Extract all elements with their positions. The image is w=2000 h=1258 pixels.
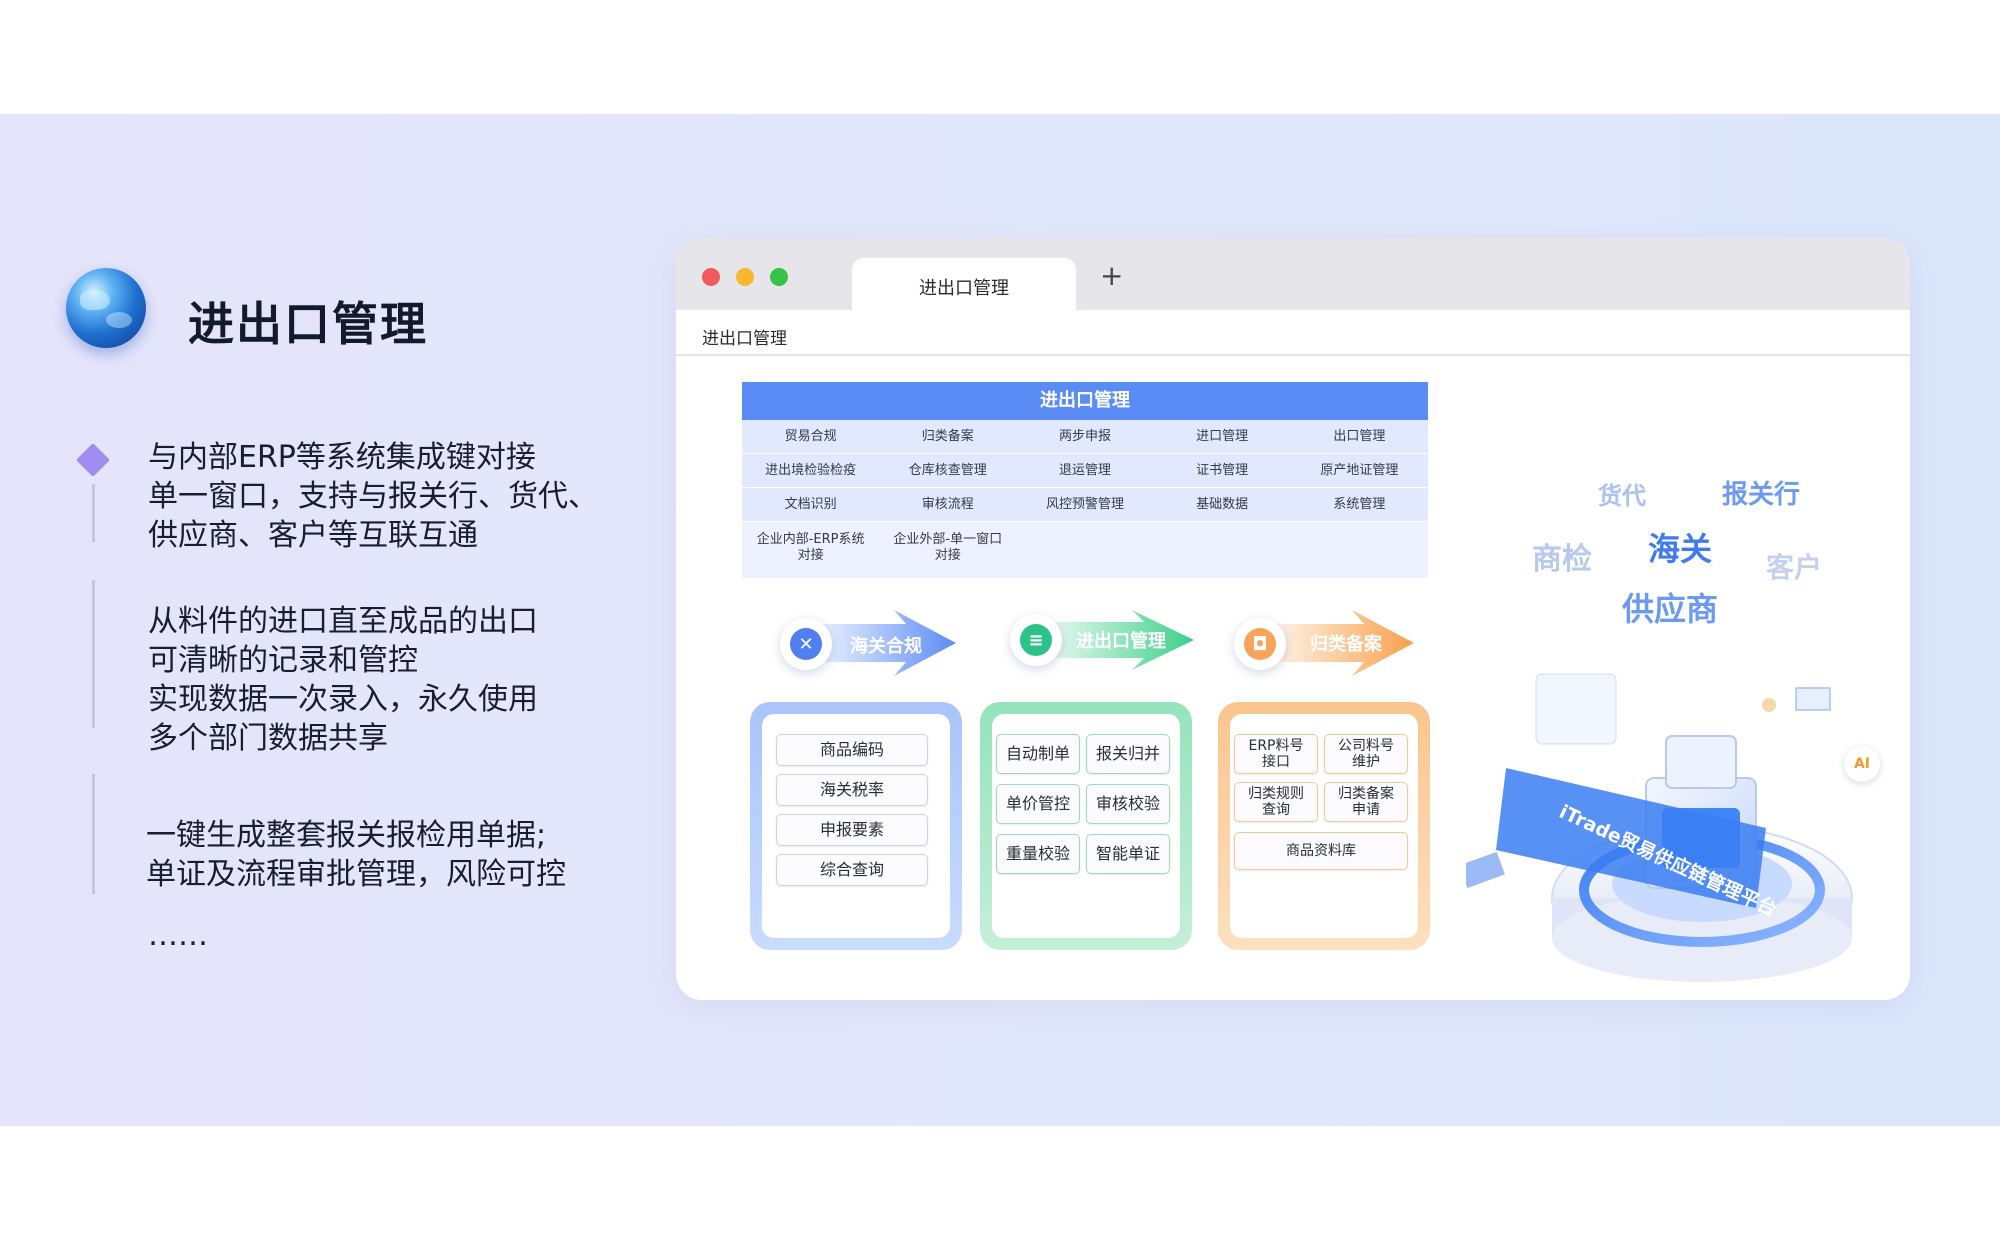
pill-button[interactable]: 报关归并 <box>1086 734 1170 774</box>
card-customs-compliance: 商品编码 海关税率 申报要素 综合查询 <box>750 702 962 950</box>
table-cell[interactable]: 仓库核查管理 <box>908 462 987 478</box>
flow-label: 进出口管理 <box>1076 631 1166 652</box>
flow-arrow-compliance: ✕ 海关合规 <box>780 610 956 676</box>
pill-button[interactable]: 公司料号 维护 <box>1324 734 1408 774</box>
ellipsis-text: …… <box>148 918 208 953</box>
table-cell[interactable]: 原产地证管理 <box>1320 462 1399 478</box>
table-cell[interactable]: 两步申报 <box>1058 428 1111 444</box>
arrow-shape <box>1254 610 1414 676</box>
cloud-word-customs: 海关 <box>1648 530 1713 568</box>
module-table-header: 进出口管理 <box>742 382 1428 420</box>
ai-badge-icon: AI <box>1844 746 1880 782</box>
point-line: 从料件的进口直至成品的出口 <box>148 604 538 639</box>
pill-button[interactable]: 归类规则 查询 <box>1234 782 1318 822</box>
pill-button[interactable]: 审核校验 <box>1086 784 1170 824</box>
point-traceability: 从料件的进口直至成品的出口 可清晰的记录和管控 实现数据一次录入，永久使用 多个… <box>148 602 538 758</box>
cloud-word-inspection: 商检 <box>1532 542 1592 577</box>
pill-button[interactable]: 申报要素 <box>776 814 928 846</box>
pill-button[interactable]: 归类备案 申请 <box>1324 782 1408 822</box>
table-cell[interactable]: 归类备案 <box>921 428 974 444</box>
table-row: 企业内部-ERP系统 对接 企业外部-单一窗口 对接 <box>742 522 1428 574</box>
point-line: 与内部ERP等系统集成键对接 <box>148 440 536 475</box>
close-circle-icon: ✕ <box>780 618 832 670</box>
point-documents: 一键生成整套报关报检用单据; 单证及流程审批管理，风险可控 <box>146 816 566 894</box>
shield-icon: ◘ <box>1234 618 1286 670</box>
table-cell <box>1154 522 1291 574</box>
table-cell[interactable]: 退运管理 <box>1058 462 1111 478</box>
divider-line <box>92 484 95 542</box>
list-icon: ≡ <box>1010 614 1062 666</box>
pill-button[interactable]: 综合查询 <box>776 854 928 886</box>
point-line: 实现数据一次录入，永久使用 <box>148 682 538 717</box>
table-row: 进出境检验检疫 仓库核查管理 退运管理 证书管理 原产地证管理 <box>742 454 1428 488</box>
tab-label: 进出口管理 <box>919 278 1009 299</box>
new-tab-button[interactable]: + <box>1100 259 1124 292</box>
table-cell[interactable]: 企业内部-ERP系统 对接 <box>756 532 865 563</box>
pill-button[interactable]: 商品编码 <box>776 734 928 766</box>
table-cell[interactable]: 文档识别 <box>784 496 837 512</box>
table-cell[interactable]: 证书管理 <box>1196 462 1249 478</box>
cloud-word-client: 客户 <box>1766 551 1823 584</box>
flow-arrow-classification: ◘ 归类备案 <box>1234 610 1414 676</box>
point-line: 多个部门数据共享 <box>148 721 388 756</box>
divider <box>676 354 1910 356</box>
table-cell[interactable]: 企业外部-单一窗口 对接 <box>893 532 1003 563</box>
globe-icon <box>66 268 146 348</box>
card-body: 自动制单 报关归并 单价管控 审核校验 重量校验 智能单证 <box>992 714 1180 938</box>
browser-window: 进出口管理 + 进出口管理 进出口管理 贸易合规 归类备案 两步申报 进口管理 … <box>676 238 1910 1000</box>
point-line: 可清晰的记录和管控 <box>148 643 418 678</box>
arrow-shape <box>800 610 956 676</box>
table-cell[interactable]: 贸易合规 <box>784 428 837 444</box>
point-integration: 与内部ERP等系统集成键对接 单一窗口，支持与报关行、货代、 供应商、客户等互联… <box>148 438 598 555</box>
pill-button[interactable]: 单价管控 <box>996 784 1080 824</box>
pill-button[interactable]: 海关税率 <box>776 774 928 806</box>
table-row: 贸易合规 归类备案 两步申报 进口管理 出口管理 <box>742 420 1428 454</box>
pill-button[interactable]: 自动制单 <box>996 734 1080 774</box>
module-table: 进出口管理 贸易合规 归类备案 两步申报 进口管理 出口管理 进出境检验检疫 仓… <box>742 382 1428 578</box>
divider-line <box>92 774 95 894</box>
table-cell[interactable]: 出口管理 <box>1333 428 1386 444</box>
table-cell <box>1291 522 1428 574</box>
point-line: 一键生成整套报关报检用单据; <box>146 818 547 853</box>
card-body: ERP料号 接口 公司料号 维护 归类规则 查询 归类备案 申请 商品资料库 <box>1230 714 1418 938</box>
table-row: 文档识别 审核流程 风控预警管理 基础数据 系统管理 <box>742 488 1428 522</box>
table-cell[interactable]: 系统管理 <box>1333 496 1386 512</box>
pill-button[interactable]: 重量校验 <box>996 834 1080 874</box>
card-body: 商品编码 海关税率 申报要素 综合查询 <box>762 714 950 938</box>
flow-label: 海关合规 <box>850 636 922 657</box>
point-line: 单一窗口，支持与报关行、货代、 <box>148 479 598 514</box>
divider-line <box>92 580 95 728</box>
minimize-window-button[interactable] <box>736 268 754 286</box>
browser-tab[interactable]: 进出口管理 <box>852 258 1076 310</box>
browser-titlebar: 进出口管理 + <box>676 238 1910 310</box>
platform-illustration <box>1466 673 1853 982</box>
table-cell[interactable]: 基础数据 <box>1196 496 1249 512</box>
pill-button[interactable]: 商品资料库 <box>1234 832 1408 870</box>
pill-button[interactable]: 智能单证 <box>1086 834 1170 874</box>
close-window-button[interactable] <box>702 268 720 286</box>
point-line: 单证及流程审批管理，风险可控 <box>146 857 566 892</box>
flow-arrow-import-export: ≡ 进出口管理 <box>1010 610 1194 676</box>
card-import-export: 自动制单 报关归并 单价管控 审核校验 重量校验 智能单证 <box>980 702 1192 950</box>
cloud-word-customs-broker: 报关行 <box>1722 480 1801 510</box>
page-title: 进出口管理 <box>188 297 428 351</box>
cloud-word-supplier: 供应商 <box>1622 590 1719 628</box>
arrow-shape <box>1030 610 1194 670</box>
table-cell[interactable]: 进出境检验检疫 <box>765 462 857 478</box>
table-cell[interactable]: 进口管理 <box>1196 428 1249 444</box>
flow-label: 归类备案 <box>1310 634 1382 655</box>
cloud-word-forwarder: 货代 <box>1598 482 1646 510</box>
table-cell <box>1016 522 1153 574</box>
card-classification: ERP料号 接口 公司料号 维护 归类规则 查询 归类备案 申请 商品资料库 <box>1218 702 1430 950</box>
address-bar[interactable]: 进出口管理 <box>702 329 787 349</box>
table-cell[interactable]: 审核流程 <box>921 496 974 512</box>
pill-button[interactable]: ERP料号 接口 <box>1234 734 1318 774</box>
maximize-window-button[interactable] <box>770 268 788 286</box>
point-line: 供应商、客户等互联互通 <box>148 518 478 553</box>
table-cell[interactable]: 风控预警管理 <box>1045 496 1124 512</box>
